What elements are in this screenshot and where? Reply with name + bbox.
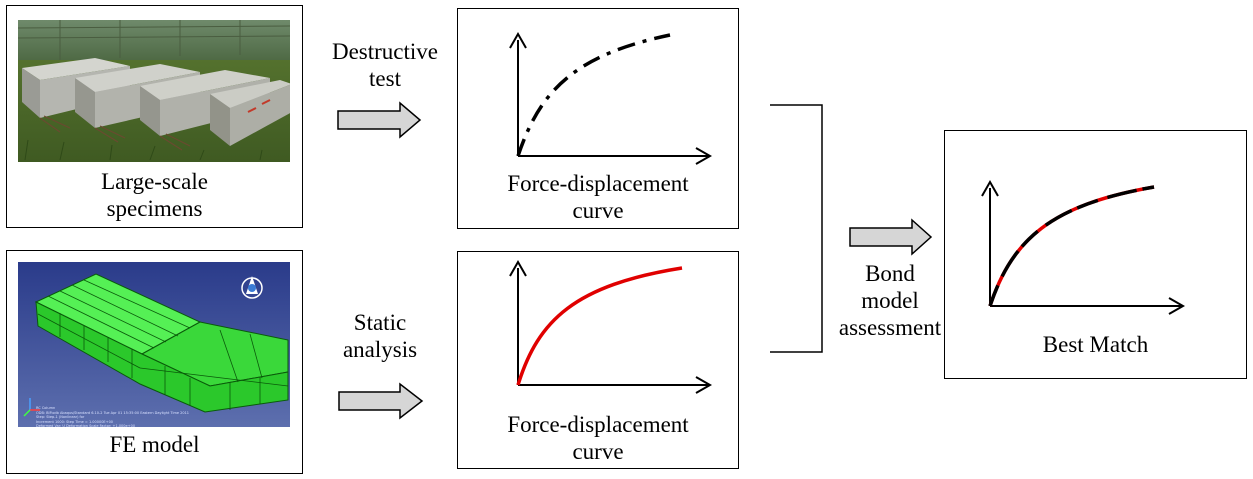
best-match-label: Best Match	[1042, 332, 1149, 357]
bottom-curve-axes	[509, 259, 713, 394]
specimens-label: Large-scale specimens	[101, 169, 208, 221]
static-analysis-label: Static analysis	[342, 310, 418, 362]
assessment-label: Bond model assessment	[838, 261, 942, 340]
destructive-test-label: Destructive test	[331, 39, 438, 91]
triad-icon	[241, 276, 263, 299]
bottom-curve-label: Force-displacement curve	[507, 412, 689, 464]
arrow-static	[338, 382, 424, 420]
top-curve-panel	[457, 8, 739, 229]
fe-curve-bottom	[516, 266, 683, 386]
top-curve-label: Force-displacement curve	[507, 171, 689, 223]
fe-curve-best	[988, 185, 1155, 307]
test-curve-best	[988, 185, 1155, 307]
best-match-axes	[981, 179, 1186, 315]
fe-model-label: FE model	[109, 432, 200, 457]
arrow-assessment	[849, 218, 933, 256]
fe-screen-text: RC Column ODB: BIP.odb Abaqus/Standard 6…	[36, 406, 190, 428]
merge-bracket	[770, 104, 823, 353]
best-match-panel	[944, 130, 1247, 379]
arrow-destructive	[337, 101, 422, 139]
specimens-photo	[18, 20, 290, 162]
bottom-curve-panel	[457, 251, 739, 469]
fe-model-image	[18, 262, 290, 427]
test-curve-top	[516, 33, 671, 157]
top-curve-axes	[509, 31, 713, 165]
